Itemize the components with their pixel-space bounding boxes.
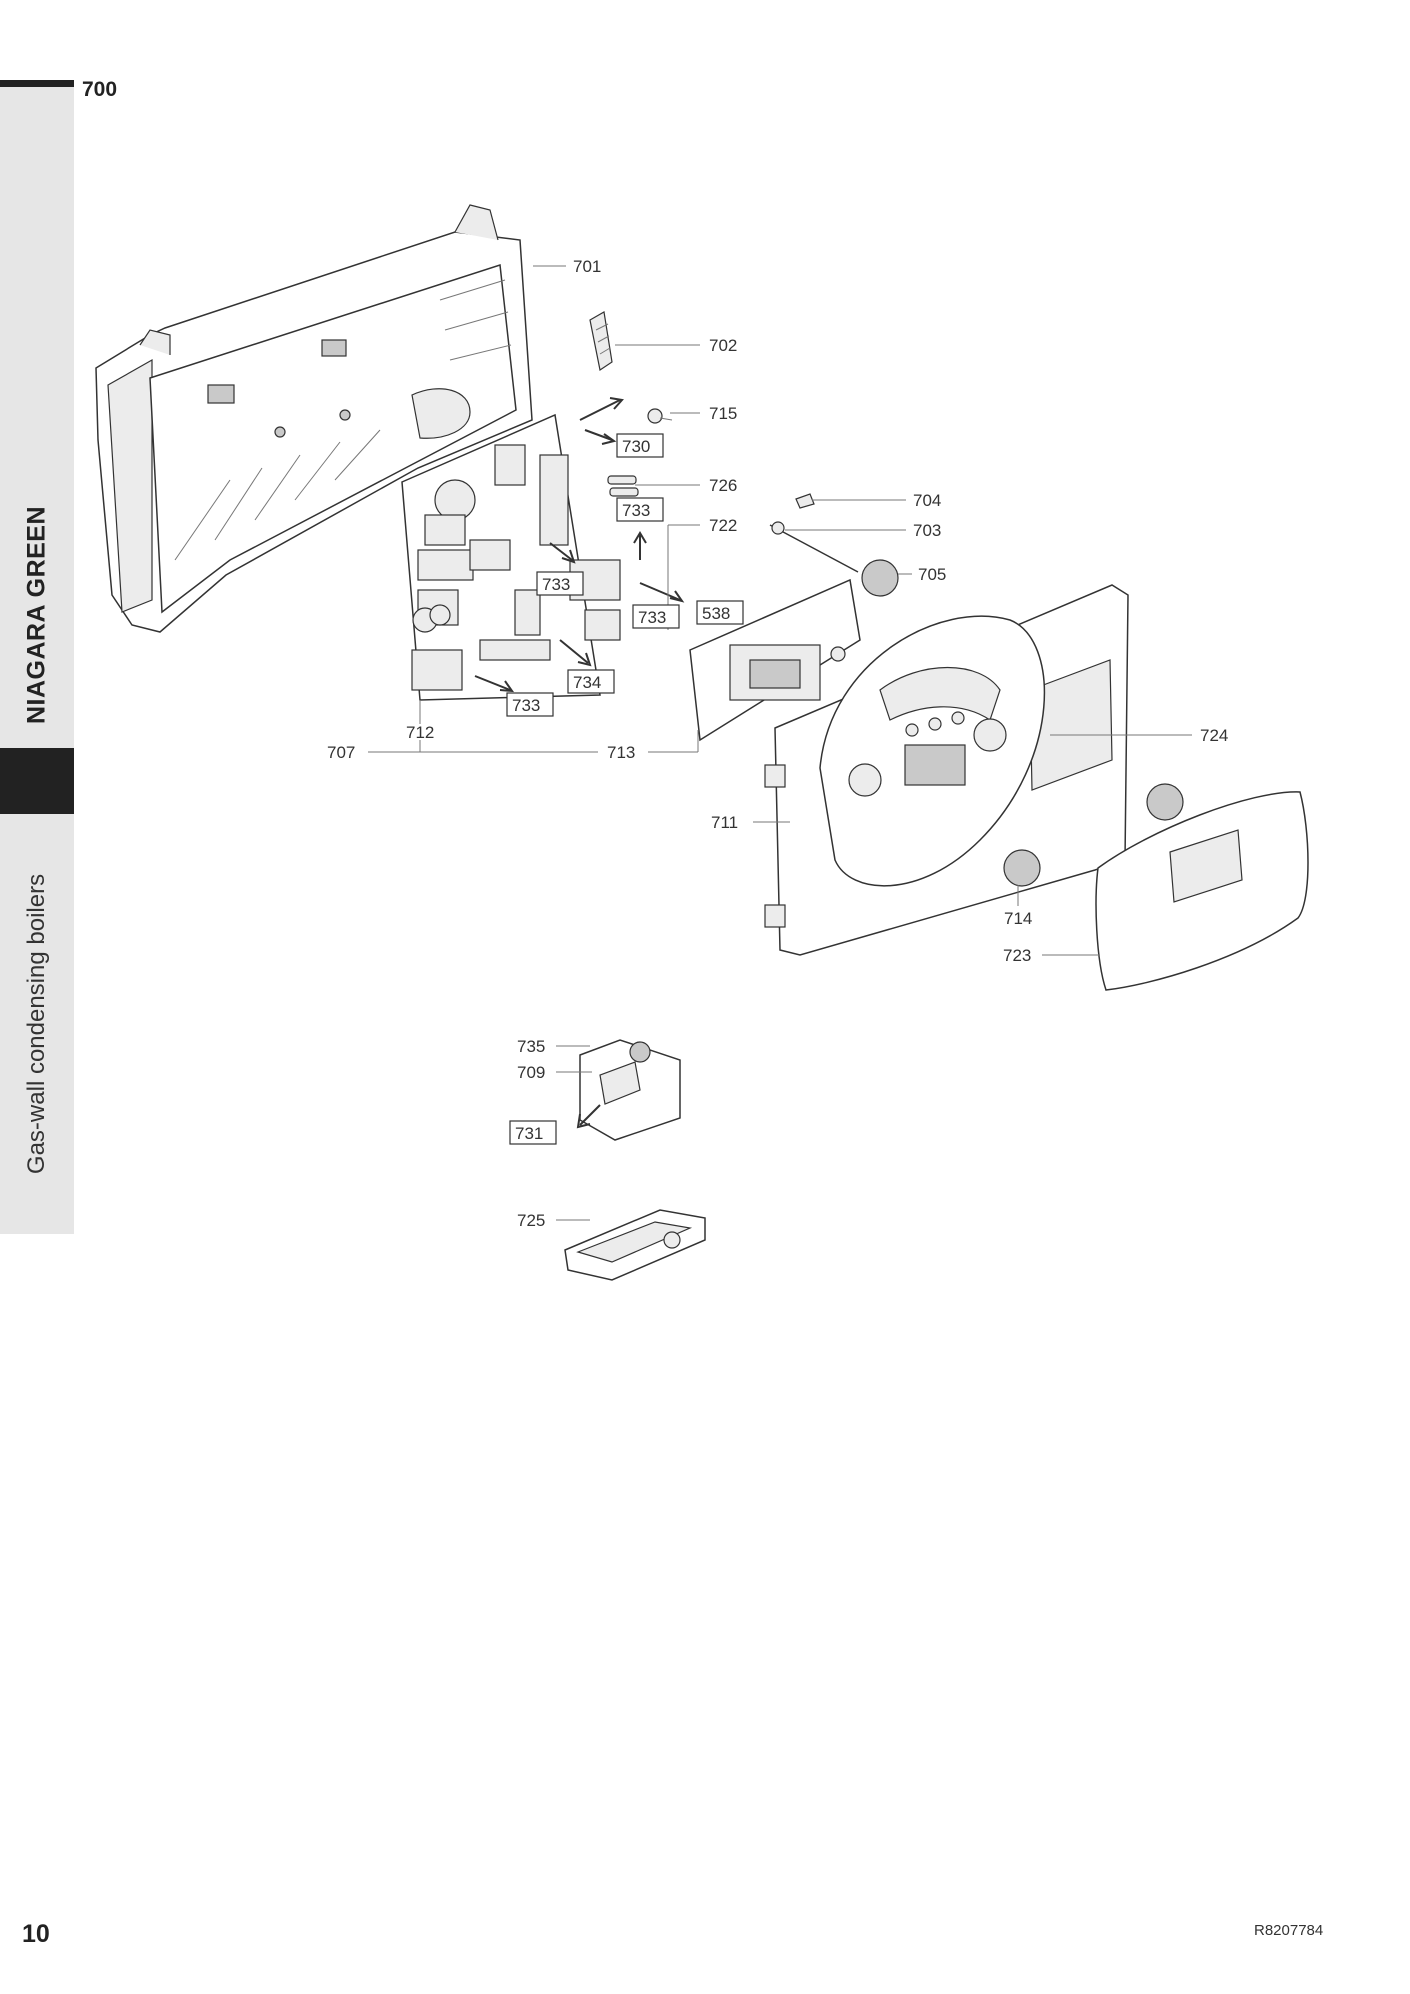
label-723: 723: [1003, 946, 1031, 965]
section-number: 700: [82, 78, 118, 101]
label-714: 714: [1004, 909, 1032, 928]
label-705: 705: [918, 565, 946, 584]
label-731: 731: [515, 1124, 543, 1143]
boxed-labels: [506, 433, 744, 1145]
label-707: 707: [327, 743, 355, 762]
document-reference: R8207784: [1254, 1922, 1324, 1939]
label-734: 734: [573, 673, 601, 692]
fuses-726: [607, 475, 639, 497]
label-726: 726: [709, 476, 737, 495]
connector-702: [589, 311, 613, 371]
knobs-714: [1003, 783, 1184, 887]
label-713: 713: [607, 743, 635, 762]
transformer-709: [579, 1039, 681, 1141]
label-733-a: 733: [622, 501, 650, 520]
arrows: [474, 397, 685, 1129]
label-709: 709: [517, 1063, 545, 1082]
sidebar-dark-marker: [0, 748, 74, 814]
label-texts: 701 702 715 730 726 704 733 722 703 705 …: [327, 257, 1228, 1230]
control-box-housing: [95, 204, 533, 633]
label-704: 704: [913, 491, 941, 510]
label-722: 722: [709, 516, 737, 535]
label-715: 715: [709, 404, 737, 423]
label-712: 712: [406, 723, 434, 742]
label-711: 711: [711, 813, 738, 832]
label-735: 735: [517, 1037, 545, 1056]
label-538: 538: [702, 604, 730, 623]
label-724: 724: [1200, 726, 1228, 745]
sidebar-top-rule: [0, 80, 74, 88]
label-733-d: 733: [512, 696, 540, 715]
label-733-c: 733: [638, 608, 666, 627]
leader-lines: [368, 265, 1192, 1221]
page-number: 10: [22, 1920, 50, 1948]
label-725: 725: [517, 1211, 545, 1230]
label-730: 730: [622, 437, 650, 456]
screw-715: [647, 408, 673, 424]
bracket-725: [564, 1209, 706, 1281]
sensor-703-705: [769, 493, 899, 597]
display-pcb: [689, 578, 861, 742]
sidebar-light-band-lower: [0, 814, 74, 1234]
label-701: 701: [573, 257, 601, 276]
label-702: 702: [709, 336, 737, 355]
sidebar-light-band: [0, 87, 74, 748]
sidebar: NIAGARA GREEN Gas-wall condensing boiler…: [0, 0, 74, 1994]
label-703: 703: [913, 521, 941, 540]
label-733-b: 733: [542, 575, 570, 594]
front-cover-723: [1095, 791, 1309, 991]
